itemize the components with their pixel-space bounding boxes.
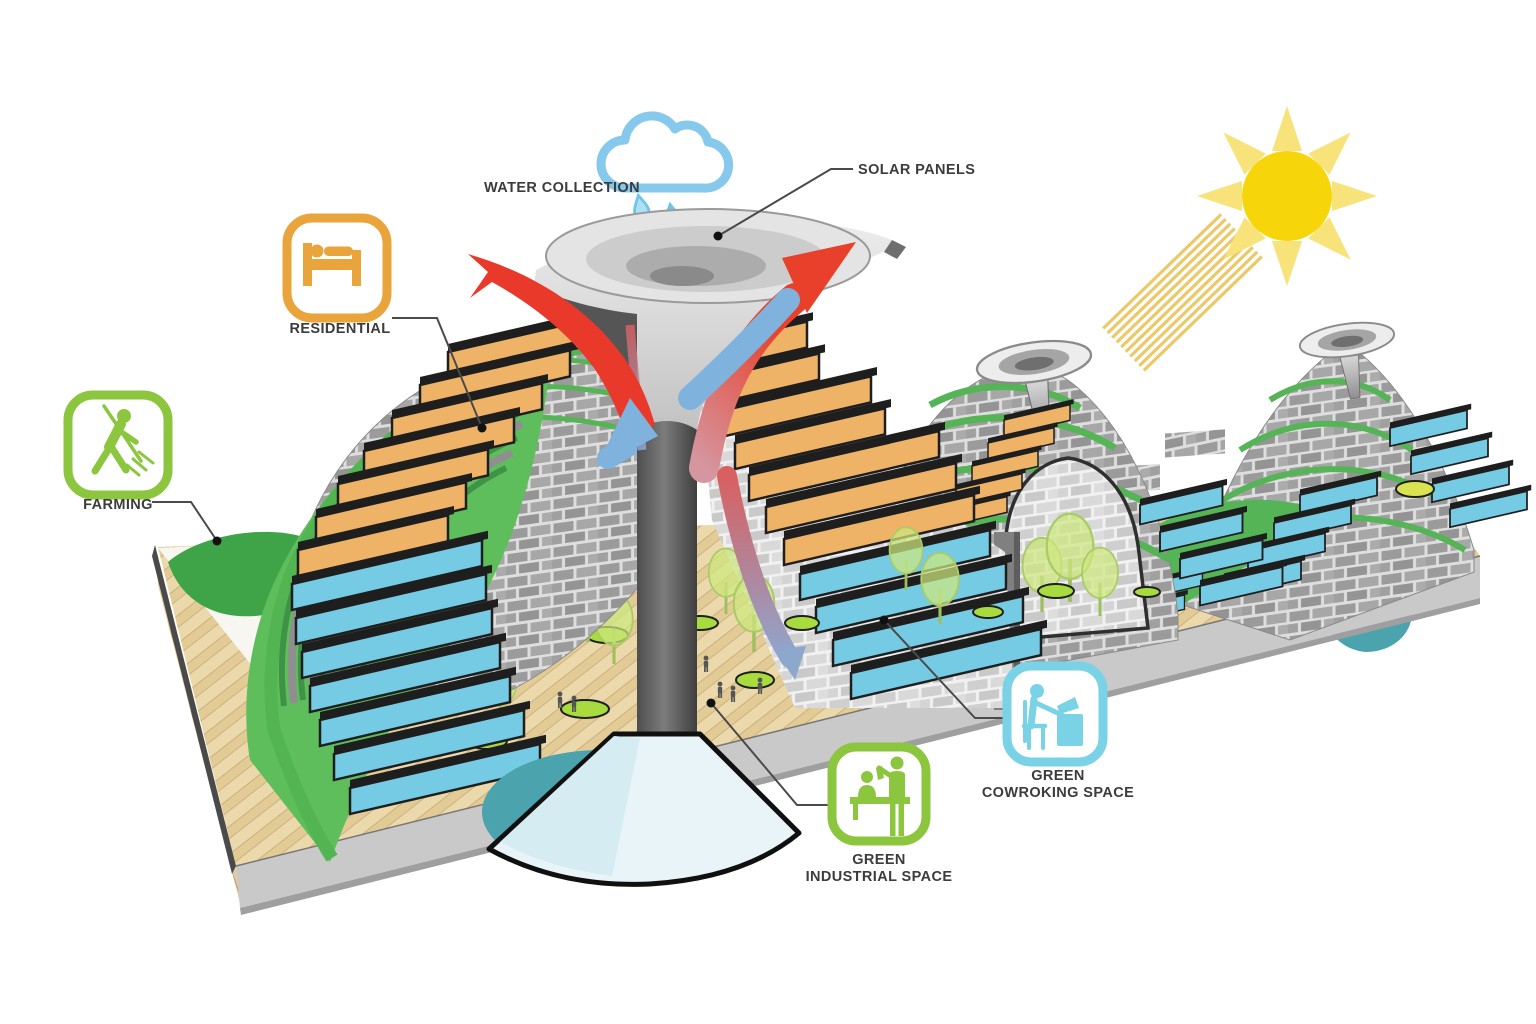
farming-label: FARMING [83, 497, 153, 513]
building-left-terraced [246, 306, 661, 862]
solar-panel-lip [884, 240, 906, 259]
warm-air-out-arrowhead [782, 242, 856, 313]
legend-industrial [827, 742, 931, 846]
leader-line-coworking [883, 619, 1006, 719]
bed-icon [303, 243, 361, 286]
leader-dots [212, 231, 889, 708]
coworking-label-line1: GREEN [1031, 768, 1085, 784]
leader-line-solar-panels [717, 168, 853, 237]
leader-line-farming [152, 501, 218, 542]
industrial-label-line1: GREEN [852, 852, 906, 868]
workbench-people-icon [850, 756, 910, 836]
legend-residential [282, 213, 392, 323]
funnel-cut-edge [534, 286, 637, 430]
mixed-air-down-tip [775, 646, 806, 680]
sun-icon [1197, 106, 1377, 286]
water-collection-label: WATER COLLECTION [484, 180, 640, 196]
sun-rays-icon [1102, 213, 1263, 372]
funnel-tower-main [534, 208, 906, 742]
farmer-pitchfork-icon [91, 404, 155, 477]
desk-worker-icon [1021, 684, 1083, 750]
platform-left-dark-beam [152, 545, 236, 874]
leader-lines [152, 168, 1006, 806]
leader-line-residential [392, 317, 483, 429]
residential-label: RESIDENTIAL [289, 321, 390, 337]
lawn-circle [1395, 480, 1435, 498]
airflow-arrows [468, 242, 856, 680]
rain-cloud-icon [596, 111, 734, 193]
legend-coworking [1002, 661, 1108, 767]
water-collection-cone [482, 731, 802, 887]
industrial-label-line2: INDUSTRIAL SPACE [806, 869, 953, 885]
mixed-air-down-band [717, 466, 800, 668]
legend-farming [63, 390, 173, 500]
leader-line-industrial [710, 702, 831, 806]
cool-air-arrowhead [596, 398, 658, 468]
cool-air-in-band [678, 288, 800, 410]
solar-panels-label: SOLAR PANELS [858, 162, 975, 178]
coworking-label-line2: COWROKING SPACE [982, 785, 1134, 801]
